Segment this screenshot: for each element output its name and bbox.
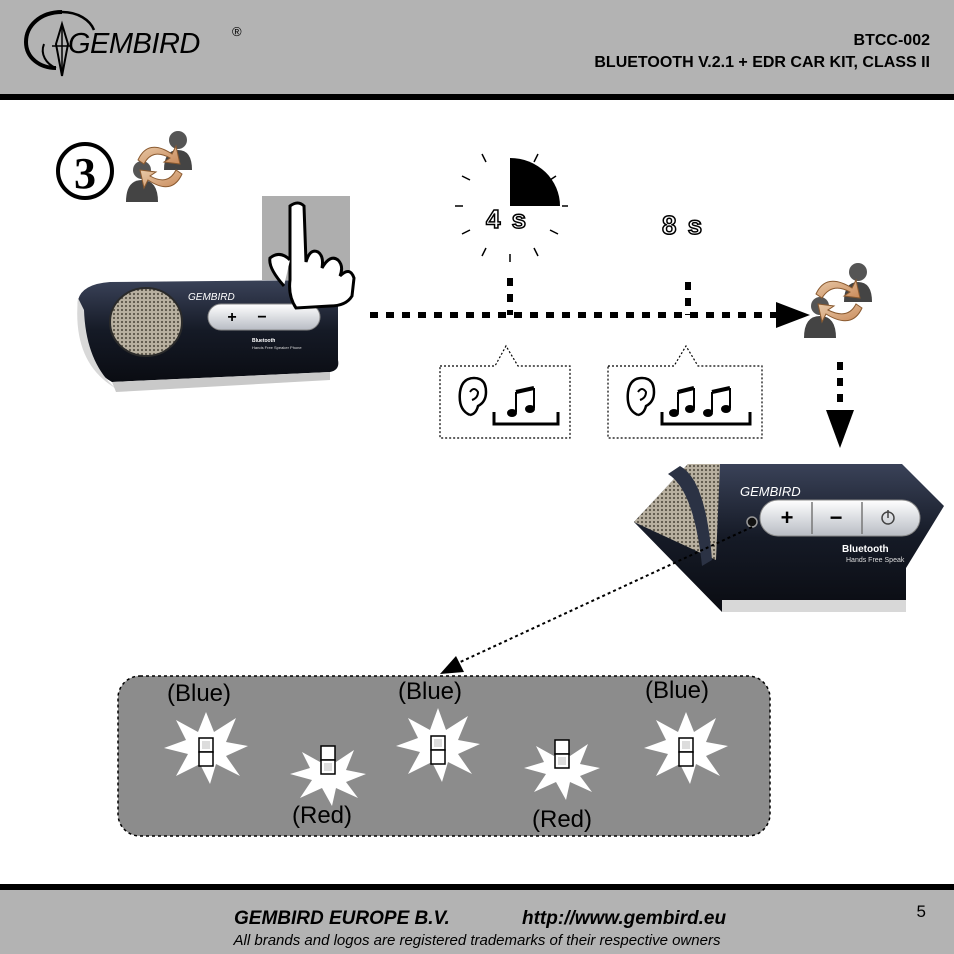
company-name: GEMBIRD EUROPE B.V. <box>234 908 450 929</box>
led-flash-blue <box>164 712 248 784</box>
pointing-hand-icon <box>262 196 356 310</box>
led-sequence-panel <box>117 675 771 837</box>
registered-mark: ® <box>232 24 242 39</box>
trademark-disclaimer: All brands and logos are registered trad… <box>233 932 721 949</box>
device-label-bluetooth: Bluetooth <box>252 338 275 344</box>
ear-icon <box>626 376 656 417</box>
led-label-red-2: (Red) <box>532 806 593 833</box>
page-header: GEMBIRD ® BTCC-002 BLUETOOTH V.2.1 + EDR… <box>0 0 954 100</box>
music-notes-icon <box>669 386 731 417</box>
led-indicator <box>746 516 758 528</box>
model-number: BTCC-002 <box>853 32 930 49</box>
zoom-label-bluetooth: Bluetooth <box>842 544 889 555</box>
brand-name: GEMBIRD <box>68 28 200 60</box>
timer-clock-icon <box>455 153 568 262</box>
zoom-plus-label: + <box>781 505 794 530</box>
timer-label-8s: 8 s <box>661 209 705 241</box>
page-number: 5 <box>916 902 926 921</box>
tone-box-long <box>607 344 763 439</box>
product-subtitle: BLUETOOTH V.2.1 + EDR CAR KIT, CLASS II <box>594 54 930 71</box>
pairing-icon-right <box>804 263 872 338</box>
led-label-blue-1: (Blue) <box>167 680 232 707</box>
led-pointer-arrow <box>440 526 753 674</box>
led-flash-blue <box>644 712 728 784</box>
dotted-down-arrow <box>826 362 854 448</box>
step-number-badge: 3 <box>56 142 114 200</box>
gembird-logo-icon <box>23 10 96 77</box>
device-brand-label: GEMBIRD <box>188 292 235 303</box>
car-kit-zoom: GEMBIRD + − Bluetooth Hands Free Speak <box>634 464 944 612</box>
device-label-handsfree: Hands Free Speaker Phone <box>252 345 302 350</box>
page-footer: GEMBIRD EUROPE B.V. http://www.gembird.e… <box>0 884 954 954</box>
car-kit-device: GEMBIRD + − Bluetooth Hands Free Speaker… <box>77 280 339 392</box>
zoom-label-handsfree: Hands Free Speak <box>846 557 905 564</box>
led-flash-red <box>524 739 600 800</box>
zoom-minus-label: − <box>830 505 843 530</box>
led-flash-red <box>290 745 366 806</box>
music-note-icon <box>507 386 535 417</box>
led-flash-blue <box>396 708 480 782</box>
company-url[interactable]: http://www.gembird.eu <box>522 908 727 929</box>
ear-icon <box>458 376 488 417</box>
led-label-blue-3: (Blue) <box>645 677 710 704</box>
led-label-blue-2: (Blue) <box>398 678 463 705</box>
instruction-illustration: 3 <box>56 131 944 837</box>
step-number: 3 <box>74 149 96 198</box>
minus-button-label: − <box>257 309 266 326</box>
tone-box-short <box>439 344 571 439</box>
dotted-timeline-arrow <box>370 278 810 328</box>
zoom-brand-label: GEMBIRD <box>740 484 801 499</box>
power-phone-icon <box>881 510 895 525</box>
plus-button-label: + <box>227 309 236 326</box>
led-label-red-1: (Red) <box>292 802 353 829</box>
timer-label-4s: 4 s <box>485 203 529 235</box>
pairing-icon <box>126 131 192 202</box>
